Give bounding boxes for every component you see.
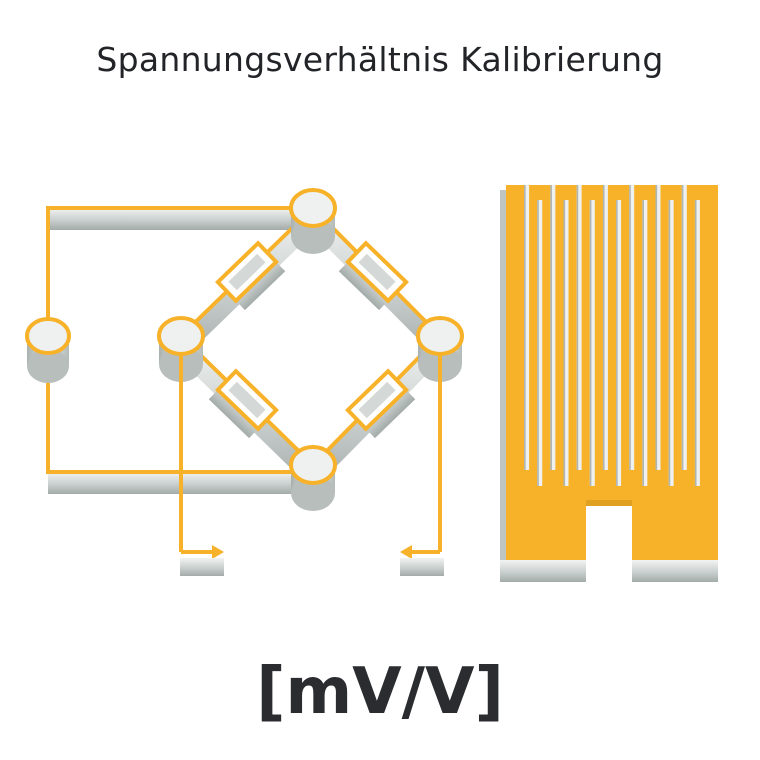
gauge-slot-shade (642, 200, 644, 486)
gauge-slot-shade (655, 185, 658, 470)
gauge-slot-shade (668, 200, 671, 486)
output-lead-left (179, 352, 224, 576)
resistor-top-left (214, 240, 286, 311)
resistor-bottom-right (344, 368, 416, 439)
gauge-slot (550, 185, 556, 470)
gauge-slot (602, 185, 608, 470)
gauge-slot (576, 185, 582, 470)
gauge-slot (563, 200, 569, 486)
gauge-slot-shade (629, 185, 631, 470)
gauge-slot-shade (602, 185, 605, 470)
gauge-slot-shade (576, 185, 579, 470)
wheatstone-bridge (25, 188, 464, 576)
gauge-slot-shade (681, 185, 684, 470)
gauge-slot-shade (616, 200, 618, 486)
bridge-node-right (416, 316, 464, 382)
strain-gauge-grid (524, 185, 700, 486)
supply-terminal-left (25, 317, 71, 383)
unit-label: [mV/V] (256, 655, 504, 729)
output-lead-right (400, 352, 444, 576)
resistor-top-right (338, 240, 410, 311)
bridge-node-top (289, 188, 337, 254)
gauge-slot (589, 200, 595, 486)
gauge-slot (616, 200, 622, 486)
supply-wire (46, 206, 312, 494)
page-title: Spannungsverhältnis Kalibrierung (96, 40, 664, 79)
gauge-slot (629, 185, 635, 470)
gauge-slot (642, 200, 648, 486)
gauge-slot (655, 185, 661, 470)
gauge-slot-shade (524, 185, 526, 470)
gauge-slot (524, 185, 530, 470)
gauge-slot-shade (550, 185, 552, 470)
gauge-slot (681, 185, 687, 470)
bridge-node-bottom (289, 445, 337, 511)
gauge-slot (668, 200, 674, 486)
gauge-slot (694, 200, 700, 486)
resistor-bottom-left (208, 368, 280, 439)
gauge-slot-shade (694, 200, 697, 486)
gauge-slot (537, 200, 543, 486)
strain-gauge (500, 185, 718, 582)
gauge-slot-shade (537, 200, 539, 486)
gauge-slot-shade (563, 200, 566, 486)
gauge-slot-shade (589, 200, 592, 486)
